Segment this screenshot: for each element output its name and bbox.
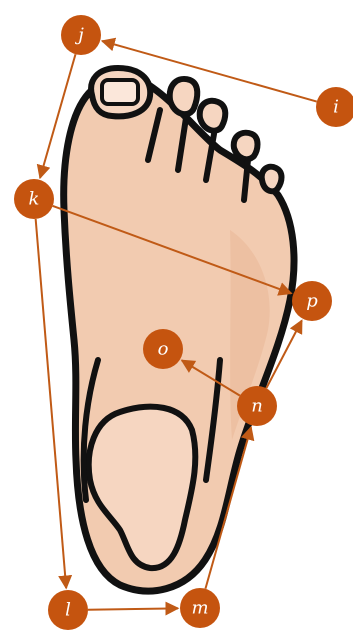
node-p[interactable]: p bbox=[292, 281, 332, 321]
toe-4 bbox=[234, 133, 258, 160]
node-i[interactable]: i bbox=[316, 87, 353, 127]
toe-5 bbox=[262, 167, 282, 192]
node-m[interactable]: m bbox=[180, 588, 220, 628]
node-k-label: k bbox=[29, 189, 40, 210]
node-o-label: o bbox=[158, 339, 169, 360]
toe-crease-4 bbox=[244, 160, 248, 200]
edge-k-l bbox=[36, 219, 67, 588]
node-l-label: l bbox=[65, 600, 71, 621]
big-toe-nail bbox=[102, 80, 138, 104]
toe-2 bbox=[170, 79, 198, 114]
node-i-label: i bbox=[333, 97, 339, 118]
node-m-label: m bbox=[191, 598, 208, 619]
node-l[interactable]: l bbox=[48, 590, 88, 630]
node-n-label: n bbox=[251, 396, 263, 417]
node-j[interactable]: j bbox=[61, 15, 101, 55]
node-k[interactable]: k bbox=[14, 179, 54, 219]
node-n[interactable]: n bbox=[237, 386, 277, 426]
edge-l-m bbox=[88, 608, 178, 609]
foot-illustration bbox=[64, 68, 294, 591]
node-o[interactable]: o bbox=[143, 329, 183, 369]
toe-3 bbox=[200, 101, 226, 131]
node-p-label: p bbox=[306, 291, 318, 312]
